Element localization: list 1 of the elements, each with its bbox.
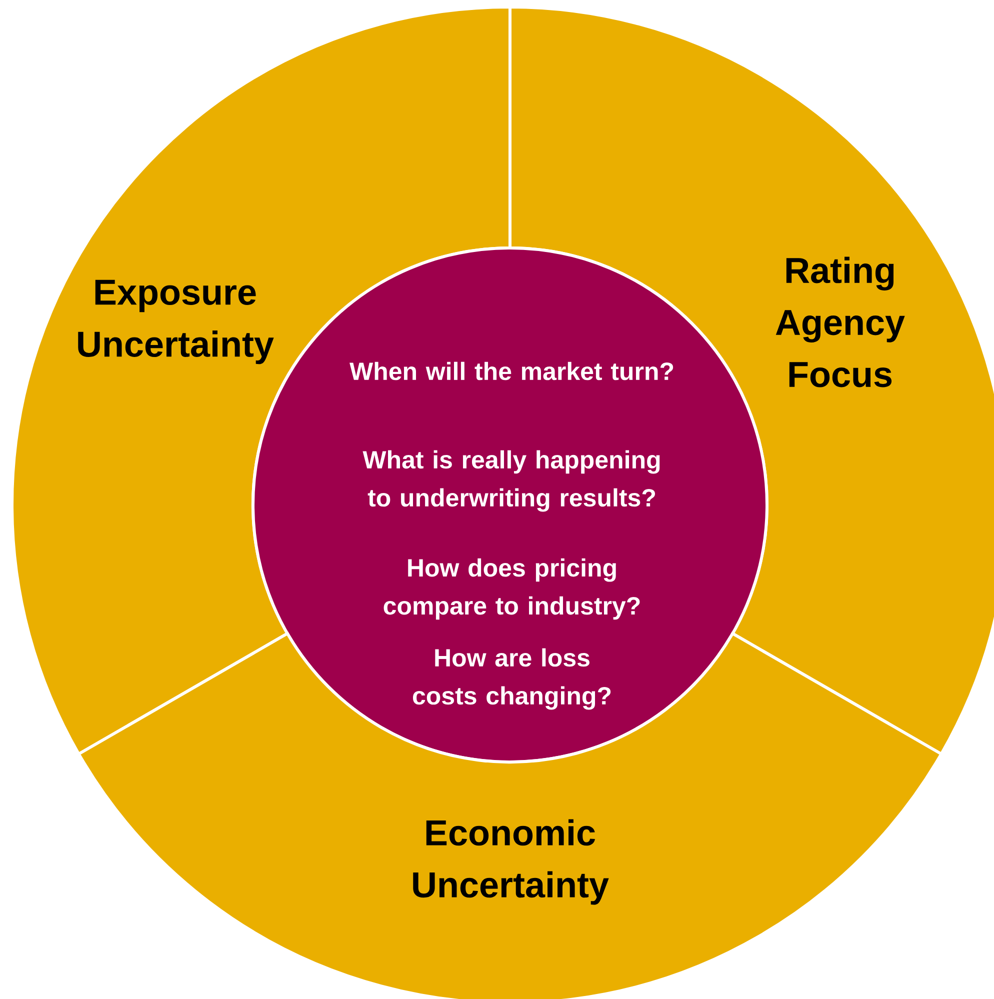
node-label: Rating Agency Focus [776,256,905,388]
